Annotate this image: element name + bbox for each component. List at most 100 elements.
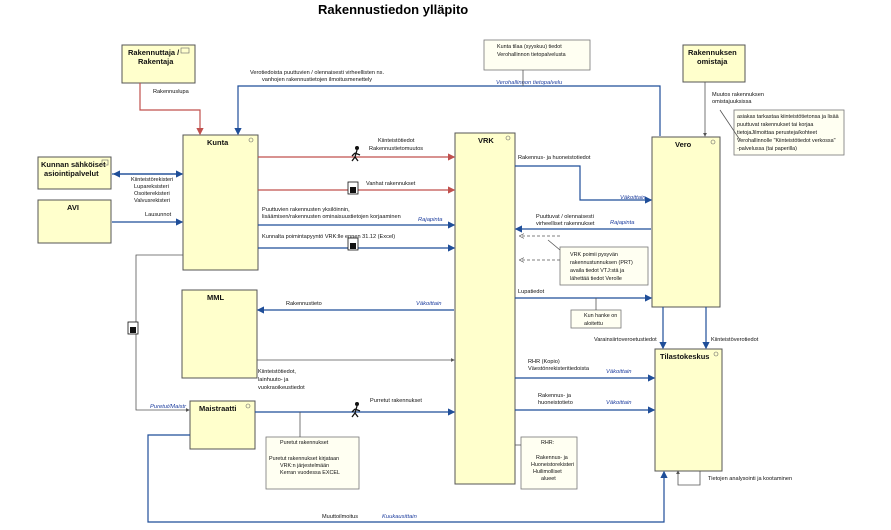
box-tilastokeskus-label: Tilastokeskus — [660, 352, 709, 361]
note-kun-hanke-1: Kun hanke on — [584, 313, 617, 319]
label-puuttuvat-vero-2: virheelliset rakennukset — [536, 221, 595, 227]
box-rakennuttaja[interactable]: Rakennuttaja / Rakentaja — [121, 44, 196, 84]
label-muuttoilmoitus: Muuttoilmoitus — [322, 514, 358, 520]
flow-muuttoilmoitus — [147, 434, 668, 523]
label-kiint-1: Kiinteistötiedot — [378, 138, 415, 144]
box-avi[interactable]: AVI — [37, 199, 112, 244]
note-rhr-5: Huilimolliset — [533, 469, 562, 475]
label-vakoittain-mml: Väkoittain — [416, 301, 441, 307]
note-kun-hanke-2: aloitettu — [584, 321, 603, 327]
box-rak-omistaja-label-1: Rakennuksen — [688, 48, 737, 57]
box-maistraatti-label: Maistraatti — [199, 404, 237, 413]
label-muutos-1: Muutos rakennuksen — [712, 92, 764, 98]
label-purretut-maistr: Purretut rakennukset — [370, 398, 422, 404]
label-rhr-kopio-2: Väestönrekisteritiedoista — [528, 366, 590, 372]
note-vrk-poimii: VRK poimii pysyvän rakennustunnuksen (PR… — [559, 246, 649, 286]
box-vero[interactable]: Vero — [651, 136, 721, 308]
label-puuttuvien-1: Puuttuvien rakennusten yksilöinnin, — [262, 207, 350, 213]
label-lausunnot: Lausunnot — [145, 212, 172, 218]
box-tilastokeskus[interactable]: Tilastokeskus — [654, 348, 723, 472]
box-rakennuttaja-label-1: Rakennuttaja / — [128, 48, 180, 57]
box-kunta[interactable]: Kunta — [182, 134, 259, 271]
box-rakennuttaja-label-2: Rakentaja — [138, 57, 174, 66]
note-kunta-tilaa-2: Verohallinnon tietopalvelusta — [497, 52, 566, 58]
label-kiint-mml-1: Kiinteistötiedot, — [258, 369, 296, 375]
label-kiint-2: Rakennustietomuutos — [369, 146, 423, 152]
note-kunta-tilaa-1: Kunta tilaa (syyskuu) tiedot — [497, 44, 562, 50]
label-rajapinta-2: Rajapinta — [610, 220, 635, 226]
note-puretut-3: Puretut rakennukset kirjataan — [269, 456, 339, 462]
box-vero-label: Vero — [675, 140, 692, 149]
label-puretut-maistr: Puretut/Maistr — [150, 404, 187, 410]
label-muutos-2: omistajuuksissa — [712, 99, 752, 105]
note-kun-hanke: Kun hanke on aloitettu — [570, 309, 622, 329]
note-asiakas-1: asiakas tarkastaa kiinteistötietonsa ja … — [737, 114, 839, 120]
document-icon — [347, 181, 359, 195]
label-rak-huon-tilasto-2: huoneistotieto — [538, 400, 573, 406]
label-kiinteistoverotiedot: Kiinteistöverotiedot — [711, 337, 759, 343]
document-icon-3 — [127, 321, 139, 335]
diagram-title: Rakennustiedon ylläpito — [318, 2, 468, 17]
label-rakennustieto-mml: Rakennustieto — [286, 301, 322, 307]
note-asiakas-3: tietojaJilmoittaa perusteja/kohteet — [737, 130, 818, 136]
label-vakoittain-2: Väkoittain — [606, 369, 631, 375]
label-kr-1: Kiinteistörekisteri — [131, 177, 173, 183]
label-kiint-mml-2: lainhuuto- ja — [258, 377, 289, 383]
label-verotiedoista-2: vanhojen rakennustietojen ilmoitusmenett… — [262, 77, 372, 83]
flow-vrk-vero — [515, 165, 653, 204]
label-kr-4: Valvusrekisteri — [134, 198, 170, 204]
box-rakennuksen-omistaja[interactable]: Rakennuksen omistaja — [682, 44, 746, 83]
note-asiakas-2: puuttuvat rakennukset tai korjaa — [737, 122, 813, 128]
box-vrk[interactable]: VRK — [454, 132, 516, 485]
box-mml-label: MML — [207, 293, 224, 302]
flow-verohallinnon-tietopalvelu — [234, 85, 661, 136]
note-asiakas: asiakas tarkastaa kiinteistötietonsa ja … — [733, 109, 845, 156]
box-kunnan-label-1: Kunnan sähköiset — [41, 160, 106, 169]
label-rak-huon-tilasto-1: Rakennus- ja — [538, 393, 572, 399]
label-kiint-mml-3: vuokraoikeustiedot — [258, 385, 305, 391]
document-icon-2 — [347, 237, 359, 251]
note-link-asiakas — [719, 109, 741, 141]
box-maistraatti[interactable]: Maistraatti — [189, 400, 256, 450]
note-vrk-poimii-1: VRK poimii pysyvän — [570, 252, 618, 258]
label-varainsiirto: Varainsiirtoveroetustiedot — [594, 337, 657, 343]
box-kunnan-label-2: asiointipalvelut — [44, 169, 99, 178]
box-avi-label: AVI — [67, 203, 79, 212]
note-rhr-4: Huoneistorekisteri — [531, 462, 574, 468]
runner-icon — [351, 146, 361, 162]
label-lupatiedot: Lupatiedot — [518, 289, 545, 295]
flow-rakennuslupa — [139, 83, 204, 136]
box-rak-omistaja-label-2: omistaja — [697, 57, 728, 66]
label-viikoittain-tk: Väkoittain — [606, 400, 631, 406]
label-verotiedoista-1: Verotiedoista puuttuvien / olennaisesti … — [250, 70, 384, 76]
label-kunnalta: Kunnalta poimintapyyntö VRK:lle ennen 31… — [262, 234, 395, 240]
box-mml[interactable]: MML — [181, 289, 258, 379]
label-rajapinta-1: Rajapinta — [418, 217, 443, 223]
box-kunta-label: Kunta — [207, 138, 229, 147]
note-puretut: Puretut rakennukset Puretut rakennukset … — [265, 436, 360, 490]
label-puuttuvat-vero-1: Puuttuvat / olennaisesti — [536, 214, 594, 220]
label-tietojen-analysointi: Tietojen analysointi ja kootaminen — [708, 476, 792, 482]
label-kr-3: Osoiterekisteri — [134, 191, 170, 197]
label-kr-2: Lupareksisteri — [134, 184, 169, 190]
note-vrk-poimii-3: availa tiedot VTJ:stä ja — [570, 268, 624, 274]
note-puretut-5: Kerran vuodessa EXCEL — [280, 470, 340, 476]
runner-icon-2 — [351, 402, 361, 418]
note-rhr: RHR: Rakennus- ja Huoneistorekisteri Hui… — [520, 436, 578, 490]
label-rak-huon-vero: Rakennus- ja huoneistotiedot — [518, 155, 591, 161]
label-rhr-kopio-1: RHR (Kopio) — [528, 359, 560, 365]
note-puretut-1: Puretut rakennukset — [280, 440, 329, 446]
box-kunnan-palvelut[interactable]: Kunnan sähköiset asiointipalvelut — [37, 156, 112, 190]
box-vrk-label: VRK — [478, 136, 494, 145]
label-rakennuslupa: Rakennuslupa — [153, 89, 190, 95]
note-link-vrk-poimii — [547, 239, 561, 251]
label-verohallinnon-tp: Verohallinnon tietopalvelu — [496, 80, 563, 86]
note-rhr-1: RHR: — [541, 440, 554, 446]
note-rhr-3: Rakennus- ja — [536, 455, 568, 461]
note-kunta-tilaa: Kunta tilaa (syyskuu) tiedot Verohallinn… — [483, 39, 591, 71]
note-vrk-poimii-4: lähettää tiedot Verolle — [570, 276, 622, 282]
note-asiakas-4: Verohallinnolle "Kiinteistötiedot verkos… — [737, 138, 836, 144]
note-asiakas-5: -palvelussa (tai paperilla) — [737, 146, 797, 152]
label-puuttuvien-2: lisäämisen/rakennusten ominaisuustietoje… — [262, 214, 401, 220]
